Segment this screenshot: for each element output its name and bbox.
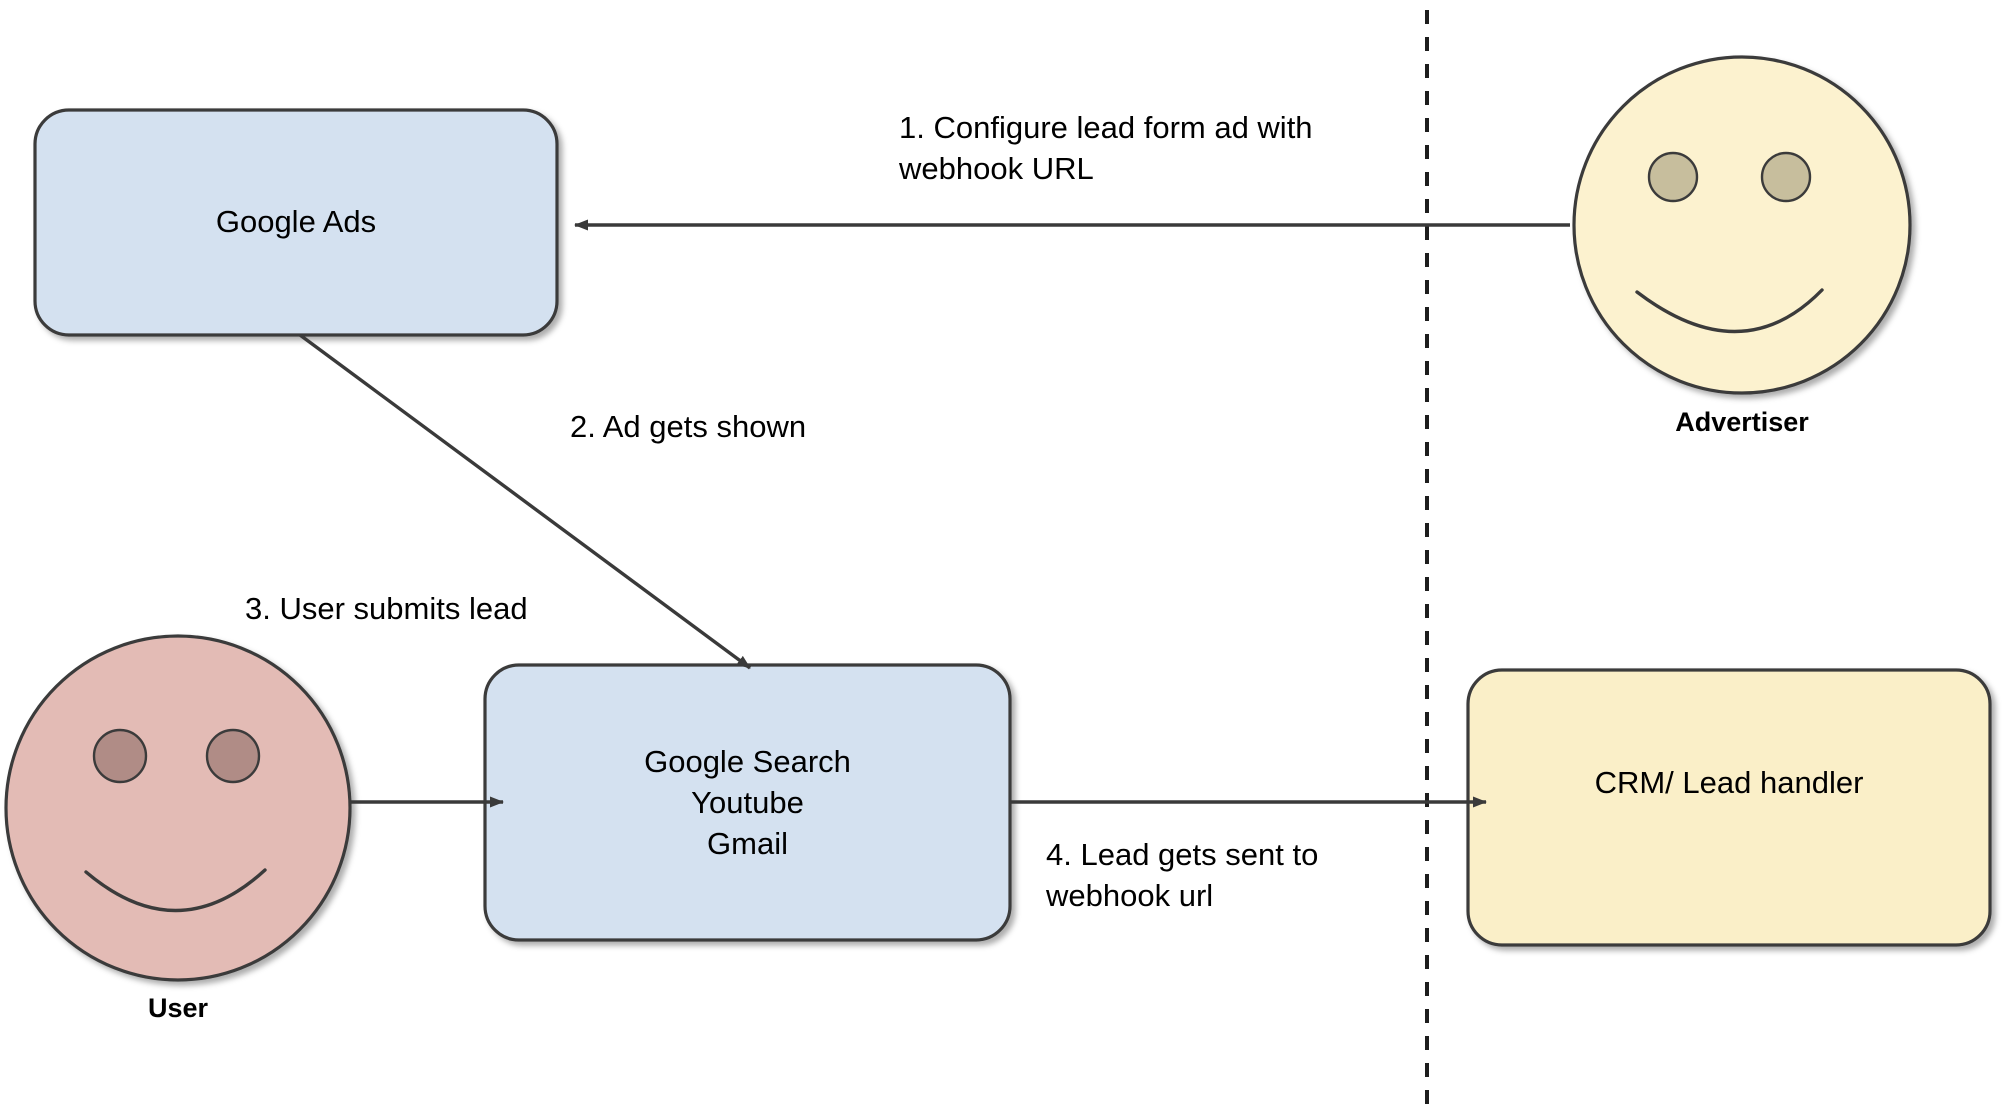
edge-google-ads-to-google-properties <box>298 333 752 670</box>
node-crm-box[interactable] <box>1466 668 1992 947</box>
node-google-properties-box[interactable] <box>483 663 1012 942</box>
edge-label-step-3: 3. User submits lead <box>245 591 528 626</box>
advertiser-smile-icon <box>1635 288 1824 334</box>
node-advertiser-face[interactable] <box>1572 55 1912 395</box>
user-smile-icon <box>84 868 267 913</box>
user-right-eye-icon <box>205 728 261 784</box>
user-face-circle <box>4 634 352 982</box>
node-google-ads-box[interactable] <box>33 108 559 337</box>
node-user-face[interactable] <box>4 634 352 982</box>
advertiser-face-circle <box>1572 55 1912 395</box>
user-left-eye-icon <box>92 728 148 784</box>
edge-label-step-1: 1. Configure lead form ad with webhook U… <box>899 110 1313 186</box>
advertiser-left-eye-icon <box>1647 151 1699 203</box>
node-advertiser-name: Advertiser <box>1675 407 1809 437</box>
edge-label-step-4: 4. Lead gets sent to webhook url <box>1046 837 1319 913</box>
node-user-name: User <box>147 993 209 1023</box>
advertiser-right-eye-icon <box>1760 151 1812 203</box>
edge-label-step-2: 2. Ad gets shown <box>570 409 807 444</box>
